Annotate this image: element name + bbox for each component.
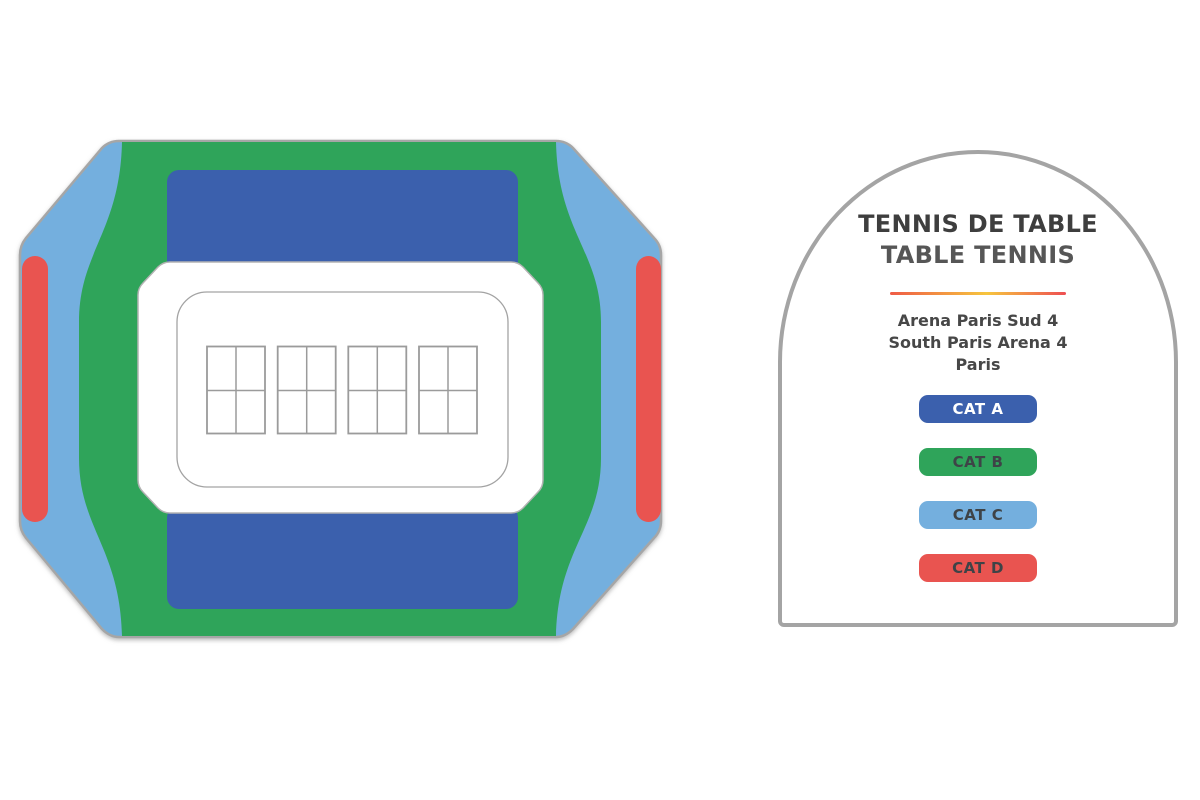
table-tennis-tables [206,345,478,435]
legend-cat-a-badge: CAT A [919,395,1037,423]
legend-cat-d-badge: CAT D [919,554,1037,582]
legend-cat-b-badge: CAT B [919,448,1037,476]
zone-cat-d-right-strip [636,256,661,522]
zone-cat-a-bottom-stand [167,506,518,609]
venue-name-fr: Arena Paris Sud 4 [897,311,1059,330]
legend-cat-c-badge: CAT C [919,501,1037,529]
zone-cat-d-left-strip [22,256,48,522]
venue-name-en: South Paris Arena 4 [888,333,1068,352]
field-inner-outline [176,291,509,488]
category-legend: CAT A CAT B CAT C CAT D [782,395,1174,582]
zone-cat-a-top-stand [167,170,518,278]
field-area [137,261,544,514]
venue-city: Paris [955,355,1001,374]
event-title-fr: TENNIS DE TABLE [858,210,1098,238]
legend-card: TENNIS DE TABLE TABLE TENNIS Arena Paris… [778,150,1178,627]
event-title-en: TABLE TENNIS [880,241,1076,269]
divider-line [890,292,1066,295]
